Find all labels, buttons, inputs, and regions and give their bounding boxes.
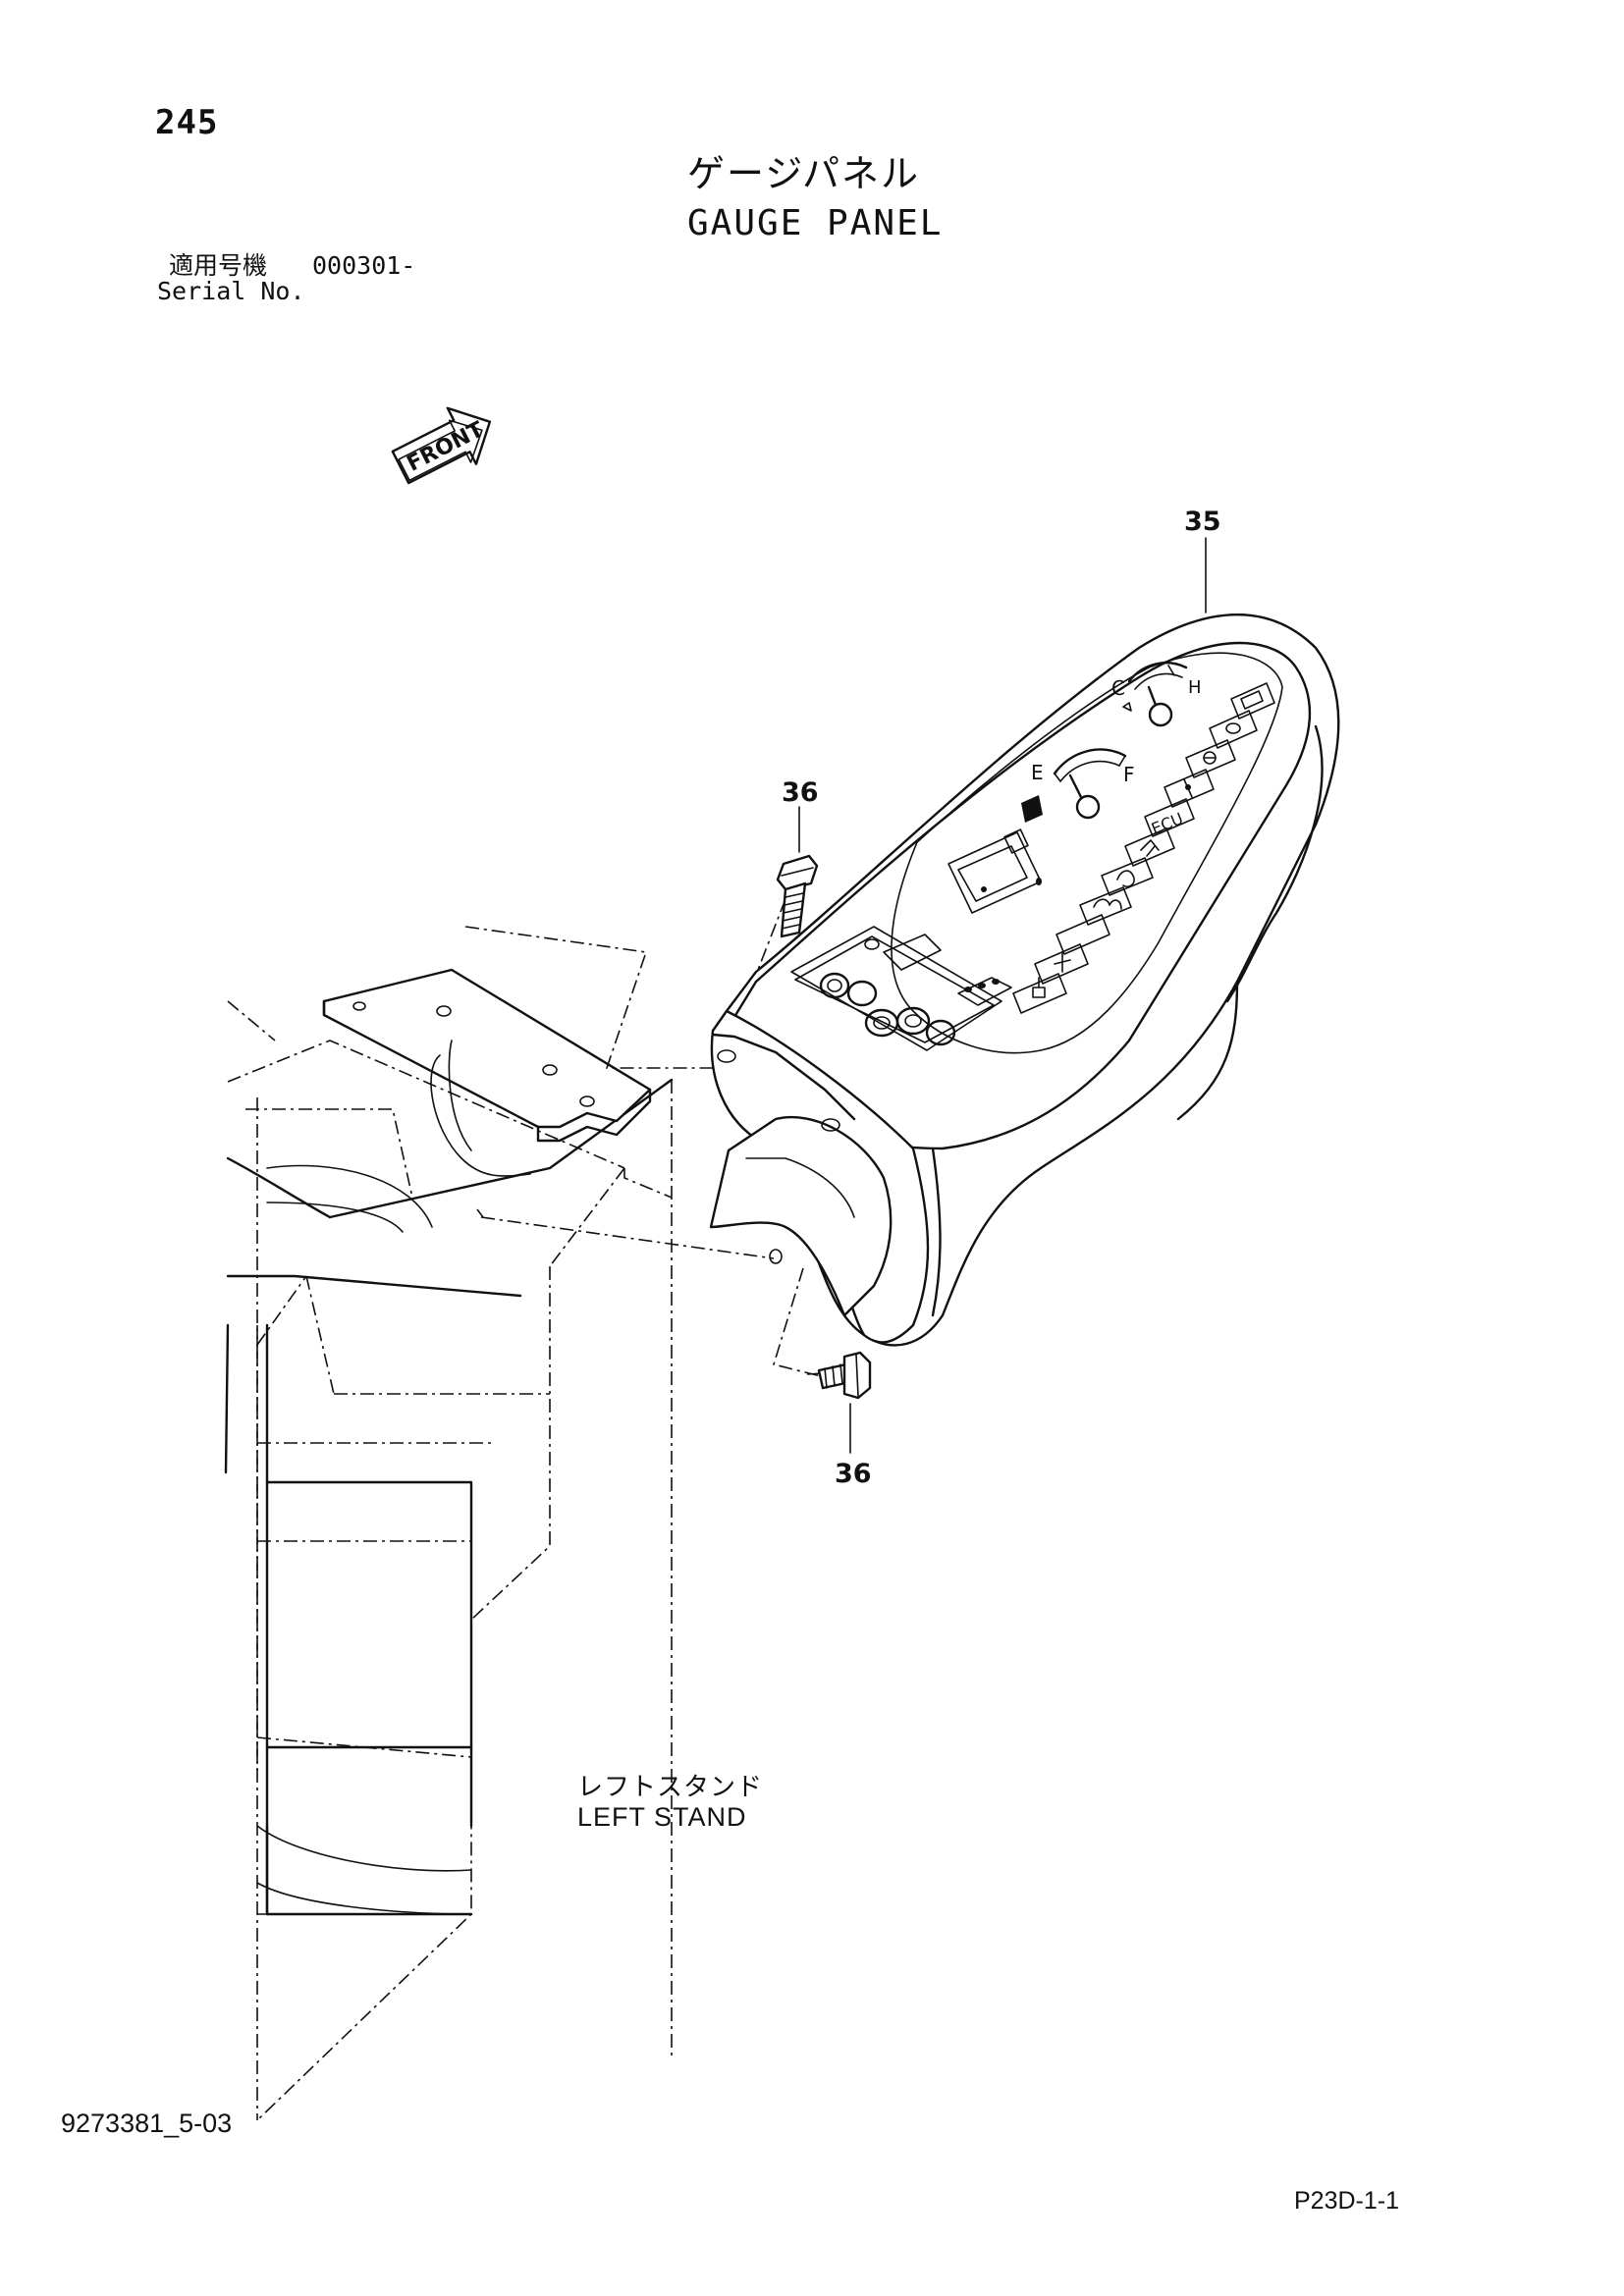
indicator-filter	[1164, 769, 1215, 808]
left-stand-frame	[227, 1000, 673, 2121]
indicator-hydraulic	[1012, 973, 1067, 1014]
left-stand-body	[224, 1078, 674, 1916]
serial-label-english: Serial No.	[157, 277, 305, 305]
indicator-battery	[1230, 682, 1275, 720]
switch-cluster	[790, 926, 1012, 1051]
fuel-pump-icon	[1021, 795, 1043, 823]
temp-cold-mark: C	[1111, 676, 1125, 700]
indicator-overheat	[1185, 739, 1236, 778]
fuel-full-mark: F	[1123, 763, 1135, 786]
indicator-fuel-level	[1101, 857, 1154, 896]
left-stand-label-japanese: レフトスタンド	[577, 1773, 764, 1802]
left-stand-label-english: LEFT STAND	[577, 1802, 747, 1832]
indicator-seatbelt	[1034, 943, 1089, 985]
callout-35: 35	[1184, 507, 1221, 537]
temp-hot-mark: H	[1188, 677, 1202, 698]
page-number: 245	[155, 103, 219, 142]
document-id: 9273381_5-03	[61, 2109, 233, 2138]
gauge-panel: E F C H	[709, 613, 1340, 1347]
fuel-empty-mark: E	[1031, 761, 1044, 784]
title-english: GAUGE PANEL	[687, 203, 944, 243]
front-arrow-label: FRONT	[404, 417, 488, 476]
serial-number-value: 000301-	[312, 251, 416, 280]
indicator-oil	[1209, 710, 1258, 749]
indicator-blank	[1056, 914, 1110, 955]
hour-meter-display	[947, 828, 1042, 914]
fuel-gauge: E F	[1021, 748, 1135, 823]
bolt-lower	[806, 1351, 872, 1454]
mounting-bracket	[322, 968, 652, 1177]
indicator-air-cleaner	[1079, 886, 1132, 926]
callout-36-lower: 36	[835, 1459, 872, 1489]
serial-label-japanese: 適用号機	[169, 251, 268, 280]
bolt-upper	[776, 806, 819, 938]
indicator-glow	[1124, 828, 1175, 867]
callout-36-upper: 36	[782, 777, 819, 808]
page-code: P23D-1-1	[1294, 2187, 1399, 2215]
title-japanese: ゲージパネル	[687, 152, 920, 195]
coolant-temp-gauge: C H	[1111, 661, 1202, 727]
front-arrow: FRONT	[391, 406, 492, 485]
indicator-lamps: ECU	[1012, 682, 1275, 1014]
